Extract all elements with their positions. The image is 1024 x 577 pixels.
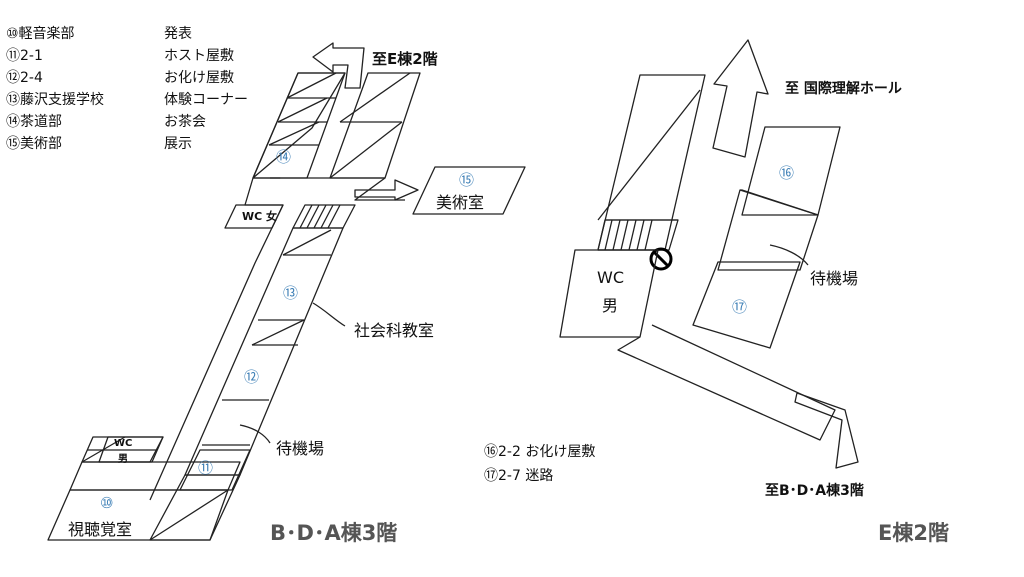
- legend-name: ⑮美術部: [6, 136, 62, 152]
- arrow-to-e: [313, 43, 364, 88]
- room-15: [413, 167, 525, 214]
- leader-waiting-e: [770, 245, 808, 265]
- label-av-room: 視聴覚室: [68, 520, 133, 539]
- room-number-14: ⑭: [276, 148, 292, 166]
- room-number-17: ⑰: [732, 298, 748, 316]
- title-bda: B･D･A棟3階: [270, 521, 398, 545]
- room-17: [693, 262, 800, 348]
- e-corridor: [618, 325, 835, 440]
- leader-waiting-bda: [240, 425, 270, 443]
- legend-name: ⑫2-4: [6, 70, 43, 86]
- corridor-outline-right: [355, 178, 405, 200]
- room-11-low: [150, 475, 240, 540]
- e-stair-hatch: [598, 220, 678, 250]
- wc-female: [225, 205, 283, 228]
- label-art-room: 美術室: [436, 193, 485, 212]
- arrow-to-art-room: [355, 180, 418, 200]
- leader-social: [313, 303, 345, 326]
- legend-desc: 展示: [164, 136, 192, 152]
- room-number-16: ⑯: [779, 164, 795, 182]
- arrow-to-bda: [795, 393, 858, 468]
- label-to-e: 至E棟2階: [372, 50, 438, 68]
- legend-name: ⑩軽音楽部: [6, 26, 75, 42]
- label-wc-female: WC 女: [242, 210, 278, 223]
- legend-desc: 発表: [164, 26, 192, 42]
- stair-block-upper-right: [330, 73, 420, 178]
- room-number-13: ⑬: [283, 284, 299, 302]
- arrow-to-hall: [713, 40, 768, 157]
- title-e: E棟2階: [878, 521, 949, 545]
- legend-desc: お化け屋敷: [164, 70, 234, 86]
- room-waiting-e: [718, 190, 818, 270]
- room-11: [180, 450, 250, 490]
- legend-name: ⑭茶道部: [6, 114, 62, 130]
- room-14: [253, 73, 345, 178]
- label-wc-male-bda-bottom: 男: [118, 454, 128, 465]
- stair-diag: [287, 73, 336, 98]
- room-number-12: ⑫: [244, 368, 260, 386]
- label-waiting-bda: 待機場: [276, 439, 325, 458]
- label-wc-male-bda-top: WC: [114, 438, 133, 449]
- no-entry-icon: [649, 247, 673, 271]
- legend-name: ⑪2-1: [6, 48, 43, 64]
- room-number-10: ⑩: [100, 494, 114, 512]
- legend-desc: ホスト屋敷: [164, 48, 234, 64]
- label-to-hall: 至 国際理解ホール: [785, 81, 902, 97]
- legend-e-row: ⑯2-2 お化け屋敷: [484, 444, 596, 460]
- label-waiting-e: 待機場: [810, 269, 859, 288]
- label-social-room: 社会科教室: [354, 321, 435, 340]
- legend-e-row: ⑰2-7 迷路: [484, 468, 554, 484]
- label-to-bda: 至B･D･A棟3階: [765, 483, 864, 499]
- room-number-15: ⑮: [459, 171, 475, 189]
- stair-block-upper-left: [253, 73, 345, 178]
- room-10-top: [70, 462, 240, 490]
- legend-desc: お茶会: [164, 114, 206, 130]
- legend-name: ⑬藤沢支援学校: [6, 92, 104, 108]
- legend-desc: 体験コーナー: [164, 92, 248, 108]
- label-wc-e-bottom: 男: [602, 296, 619, 315]
- label-wc-e-top: WC: [597, 268, 624, 287]
- room-number-11: ⑪: [198, 459, 214, 477]
